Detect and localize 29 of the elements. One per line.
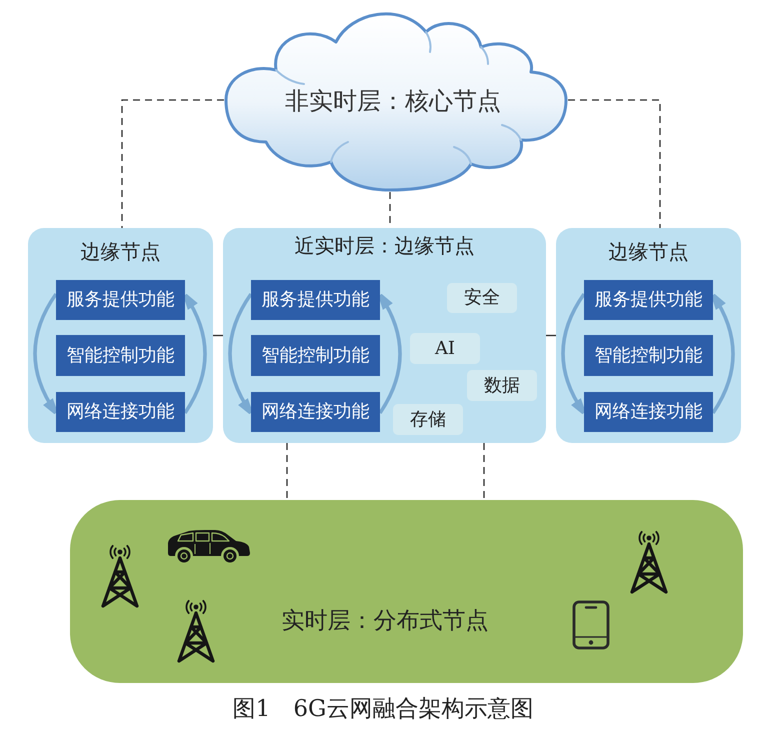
dashed-line xyxy=(286,443,288,500)
panel-title: 边缘节点 xyxy=(80,240,160,264)
panel-title: 边缘节点 xyxy=(608,240,688,264)
tag-tile: 数据 xyxy=(467,370,537,401)
tag-tile: 存储 xyxy=(393,404,463,435)
tag-tile: AI xyxy=(410,333,480,364)
function-box: 智能控制功能 xyxy=(584,335,713,376)
dashed-line xyxy=(568,99,661,228)
caption: 图1 6G云网融合架构示意图 xyxy=(232,696,534,722)
function-box: 服务提供功能 xyxy=(251,280,380,320)
layer-band xyxy=(70,500,743,683)
node-panel xyxy=(556,228,741,443)
function-box: 智能控制功能 xyxy=(56,335,185,376)
connector-line xyxy=(546,334,556,336)
dashed-line xyxy=(121,99,224,228)
panel-title: 近实时层：边缘节点 xyxy=(294,234,474,258)
function-box: 智能控制功能 xyxy=(251,335,380,376)
dashed-line xyxy=(483,443,485,500)
function-box: 服务提供功能 xyxy=(584,280,713,320)
node-panel xyxy=(28,228,213,443)
connector-line xyxy=(213,334,223,336)
function-box: 网络连接功能 xyxy=(56,392,185,432)
function-box: 网络连接功能 xyxy=(584,392,713,432)
node-panel xyxy=(223,228,546,443)
cloud-label: 非实时层：核心节点 xyxy=(285,88,501,116)
function-box: 网络连接功能 xyxy=(251,392,380,432)
band-label: 实时层：分布式节点 xyxy=(282,608,488,634)
tag-tile: 安全 xyxy=(447,283,517,313)
function-box: 服务提供功能 xyxy=(56,280,185,320)
